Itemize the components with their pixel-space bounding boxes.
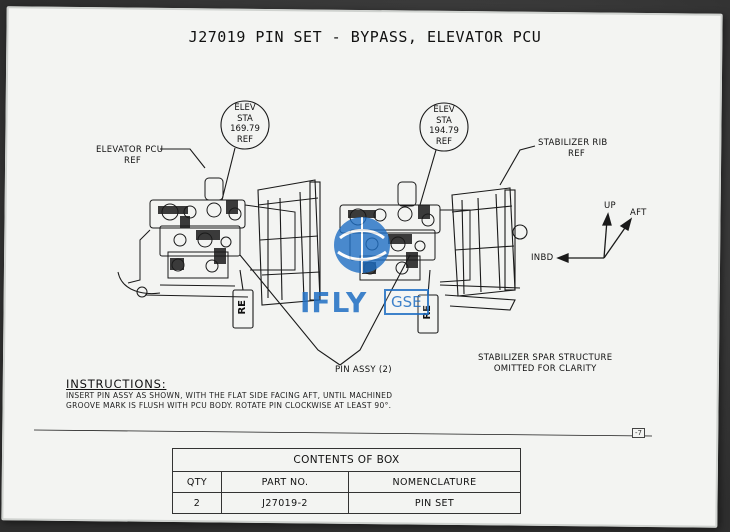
elev-sta-right-callout: ELEV STA 194.79 REF: [429, 105, 459, 147]
axis-up-label: UP: [604, 201, 616, 211]
cell-qty: 2: [172, 492, 222, 514]
elev-sta-left-callout: ELEV STA 169.79 REF: [230, 103, 260, 145]
watermark-globe: [334, 217, 390, 273]
contents-table: CONTENTS OF BOX QTY PART NO. NOMENCLATUR…: [172, 448, 521, 514]
header-part-no: PART NO.: [221, 471, 349, 493]
spar-note: STABILIZER SPAR STRUCTURE OMITTED FOR CL…: [478, 353, 613, 374]
cell-nomenclature: PIN SET: [348, 492, 521, 514]
watermark-text: IFLY: [300, 286, 368, 319]
right-rib-structure: [439, 187, 528, 311]
instructions-body: INSERT PIN ASSY AS SHOWN, WITH THE FLAT …: [66, 391, 393, 410]
cell-part-no: J27019-2: [221, 492, 349, 514]
header-nomenclature: NOMENCLATURE: [348, 471, 521, 493]
contents-caption: CONTENTS OF BOX: [172, 448, 521, 472]
instructions-heading: INSTRUCTIONS:: [66, 377, 167, 391]
table-row: 2 J27019-2 PIN SET: [172, 492, 521, 514]
axis-inbd-label: INBD: [531, 253, 554, 263]
page-title: J27019 PIN SET - BYPASS, ELEVATOR PCU: [188, 28, 542, 46]
watermark-box: GSE: [384, 289, 429, 315]
sheet-ref: -7: [632, 428, 645, 438]
elevator-pcu-label: ELEVATOR PCU REF: [96, 145, 164, 166]
orientation-axes: [556, 212, 633, 263]
left-tag-label: RE: [237, 300, 248, 315]
left-pcu-assembly: [117, 177, 296, 298]
pin-assy-label: PIN ASSY (2): [335, 365, 392, 375]
stabilizer-rib-label: STABILIZER RIB REF: [538, 138, 608, 159]
left-rib-structure: [257, 179, 321, 306]
header-qty: QTY: [172, 471, 222, 493]
axis-aft-label: AFT: [630, 208, 647, 218]
